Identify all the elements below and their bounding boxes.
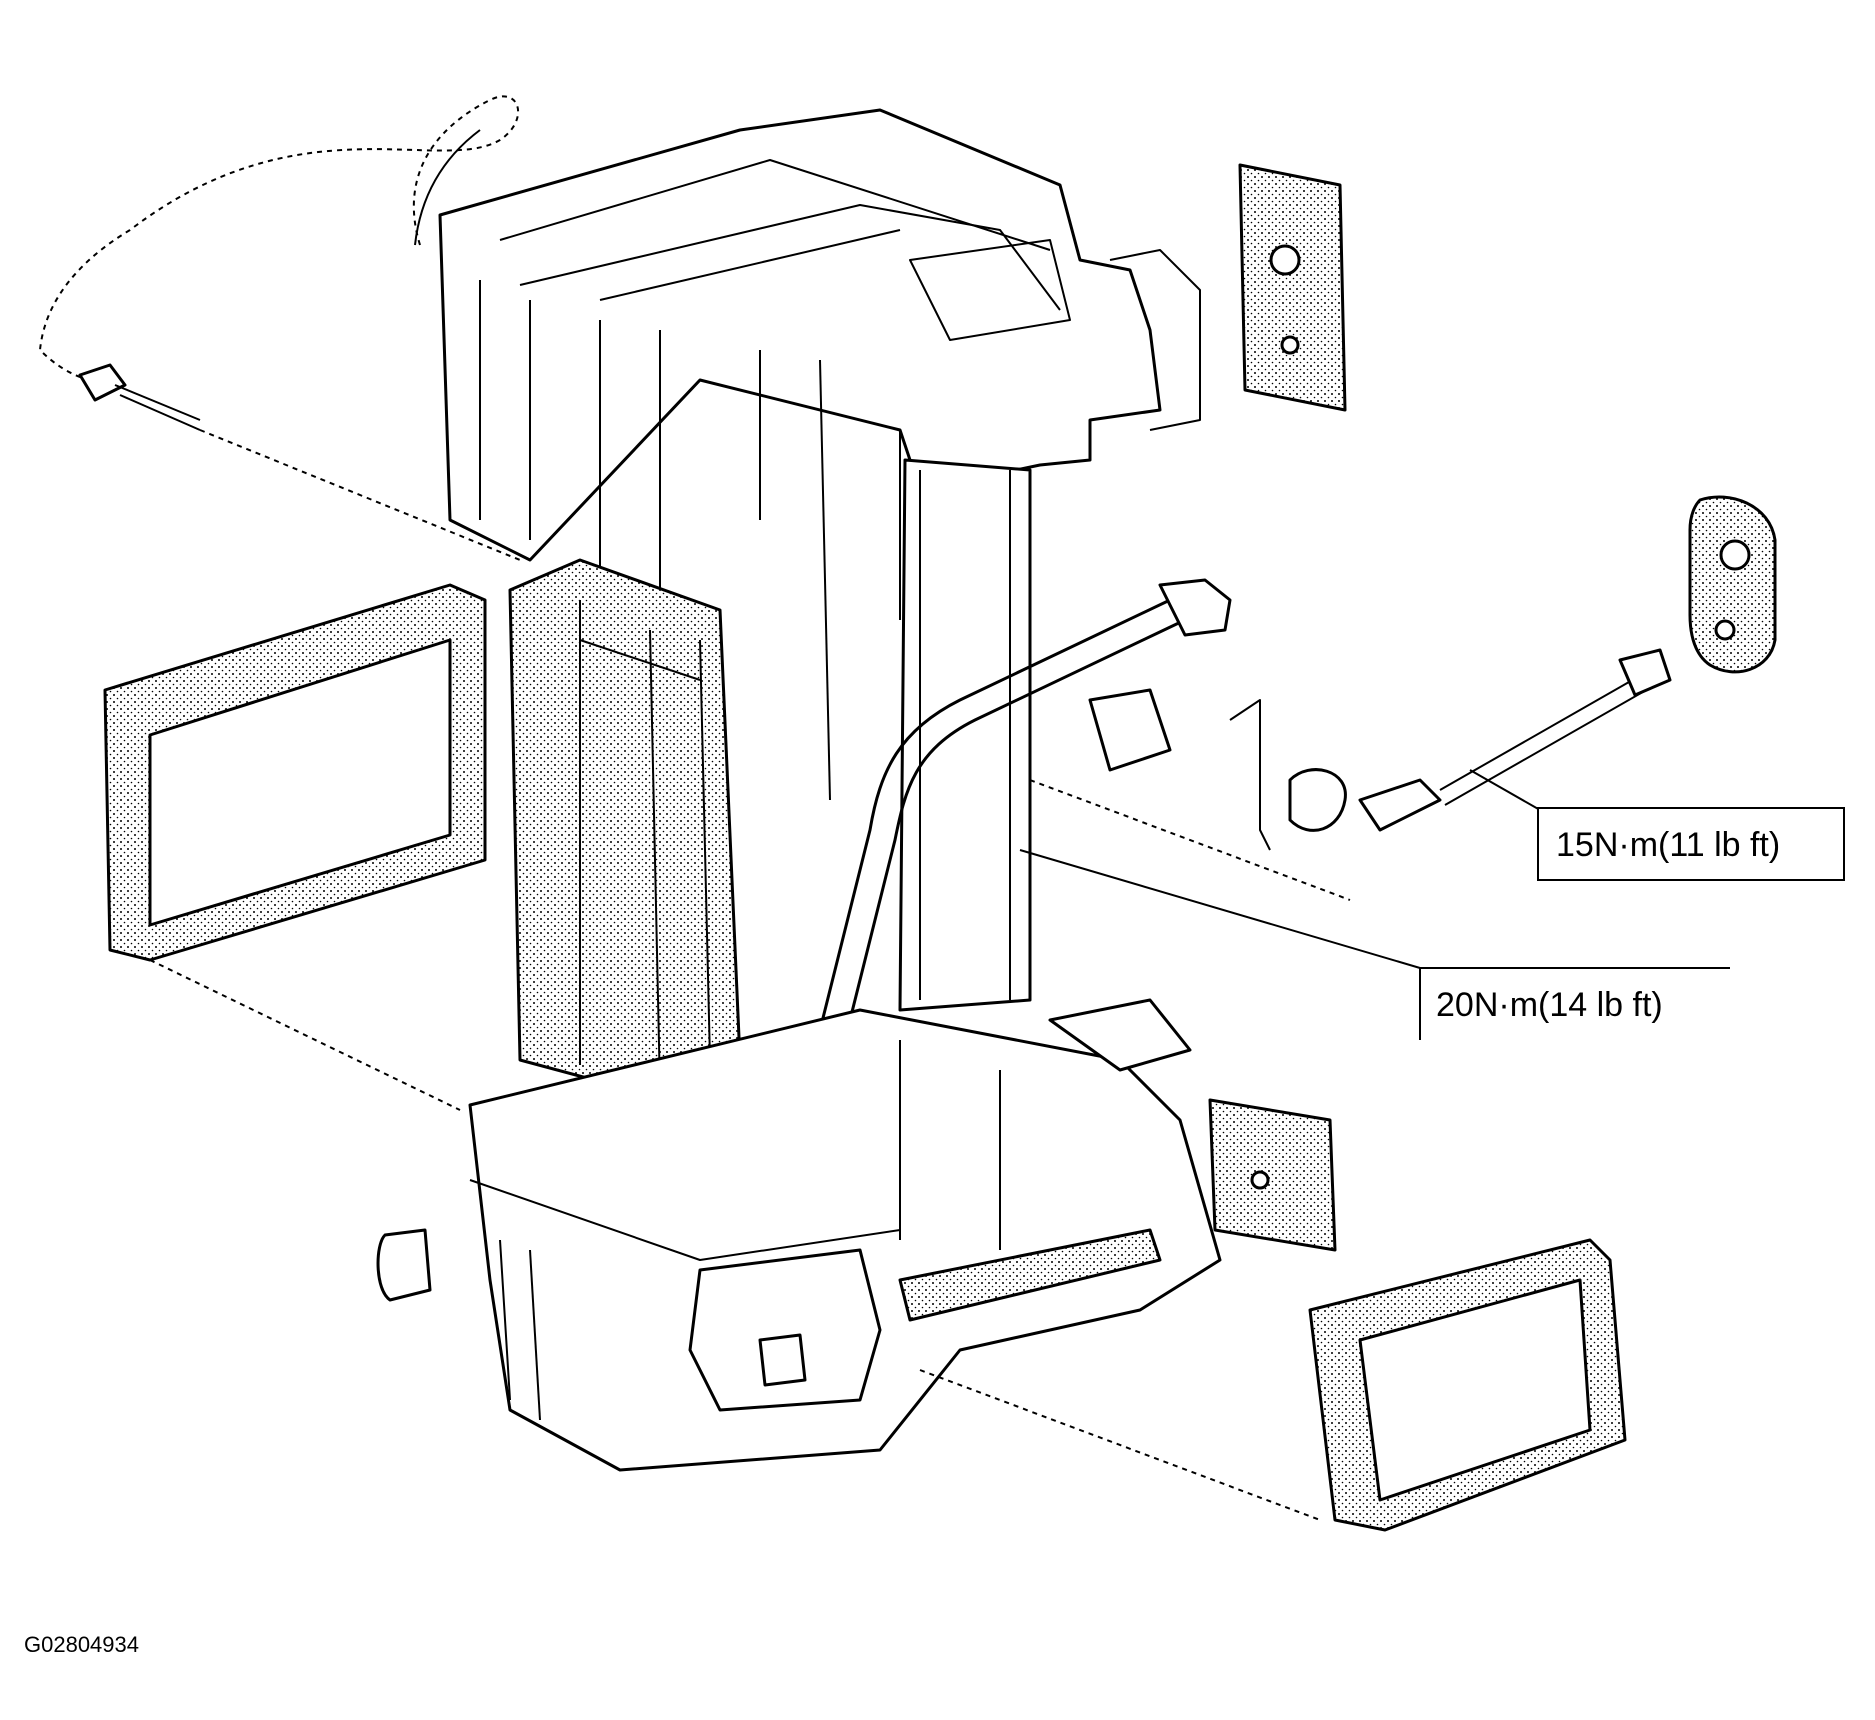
vacuum-hose [38, 95, 519, 386]
actuator-rod [78, 363, 521, 561]
evaporator-core [508, 558, 742, 1097]
heater-core-right [919, 1238, 1627, 1532]
gasket-upper-right [1238, 163, 1347, 412]
blower-housing [468, 998, 1222, 1472]
hvac-upper-case [438, 108, 1201, 801]
clip-left [376, 1228, 432, 1302]
gasket-lower-right [1208, 1098, 1337, 1252]
gasket-oval [1688, 495, 1777, 674]
heater-core-left [103, 583, 487, 1111]
callout-20nm: 20N·m(14 lb ft) [1019, 849, 1730, 1040]
expansion-valve [1029, 648, 1672, 901]
callout-15nm-box [1537, 807, 1845, 881]
figure-id: G02804934 [24, 1632, 139, 1657]
callout-15nm: 15N·m(11 lb ft) [1469, 769, 1845, 881]
callout-15nm-label: 15N·m(11 lb ft) [1556, 826, 1780, 864]
hvac-side-housing [898, 458, 1032, 1012]
callout-20nm-label: 20N·m(14 lb ft) [1436, 986, 1663, 1024]
